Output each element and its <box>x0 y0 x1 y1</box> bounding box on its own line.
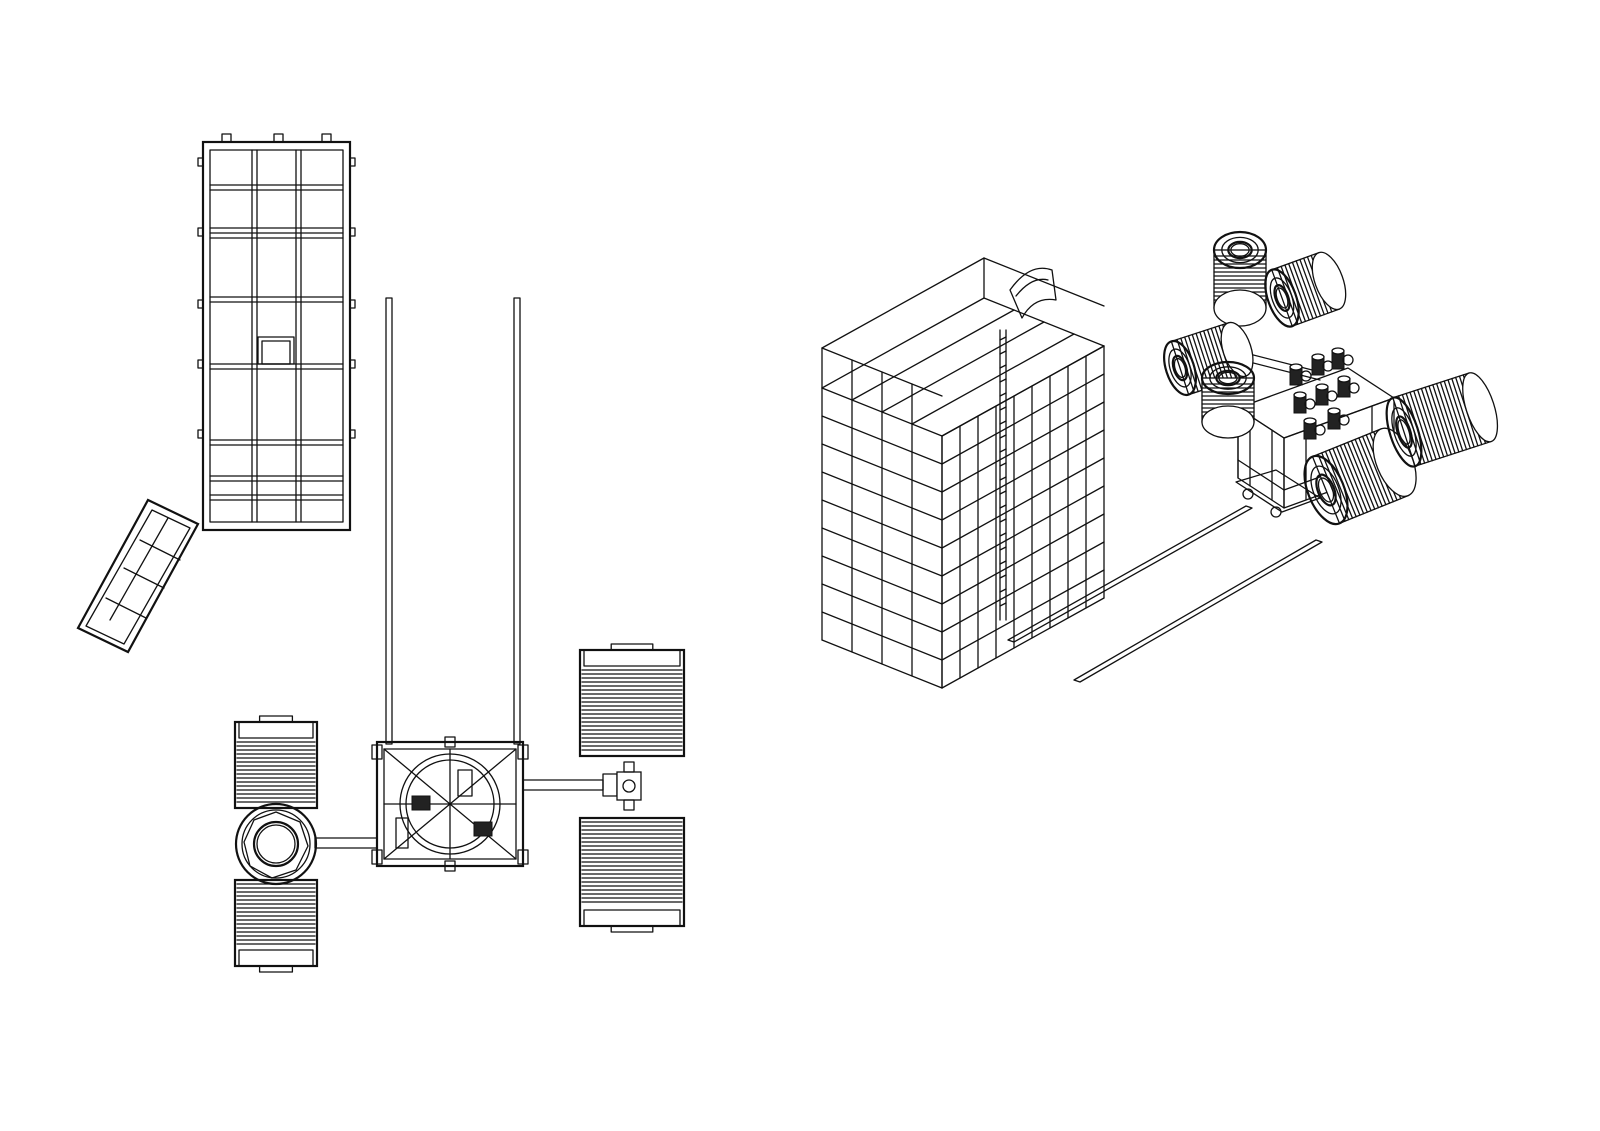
motor-6 <box>1337 375 1360 398</box>
left-shaft <box>314 837 378 849</box>
drum-iso-3 <box>1200 360 1256 439</box>
drum-group-isometric-view <box>1163 230 1499 526</box>
motor-5 <box>1315 383 1338 406</box>
drum-group-top-view <box>233 643 686 973</box>
frame-isometric-view <box>821 257 1105 689</box>
hinged-door <box>76 498 200 654</box>
guide-rails <box>385 297 521 745</box>
drum-iso-4 <box>1264 251 1347 328</box>
drum-top-1 <box>233 715 319 810</box>
hub-ring <box>234 802 318 886</box>
motor-2 <box>1311 353 1334 376</box>
drum-iso-6 <box>1385 372 1499 468</box>
central-frame <box>371 736 529 872</box>
drum-top-4 <box>578 816 686 933</box>
motor-cluster <box>1289 347 1360 440</box>
frame-crossbars <box>209 184 344 501</box>
motor-4 <box>1293 391 1316 414</box>
lifting-lug-group <box>197 133 356 439</box>
motor-1 <box>1289 363 1312 386</box>
gearbox <box>602 761 642 811</box>
motor-3 <box>1331 347 1354 370</box>
drum-iso-1 <box>1212 230 1268 327</box>
drum-top-3 <box>578 643 686 758</box>
right-shaft <box>522 779 604 791</box>
frame-top-view <box>76 133 356 654</box>
drum-top-2 <box>233 878 319 973</box>
iso-guide-rails <box>1007 505 1323 683</box>
machine-isometric-view <box>1007 230 1499 683</box>
machine-top-view <box>233 297 686 973</box>
motor-8 <box>1327 407 1350 430</box>
motor-7 <box>1303 417 1326 440</box>
